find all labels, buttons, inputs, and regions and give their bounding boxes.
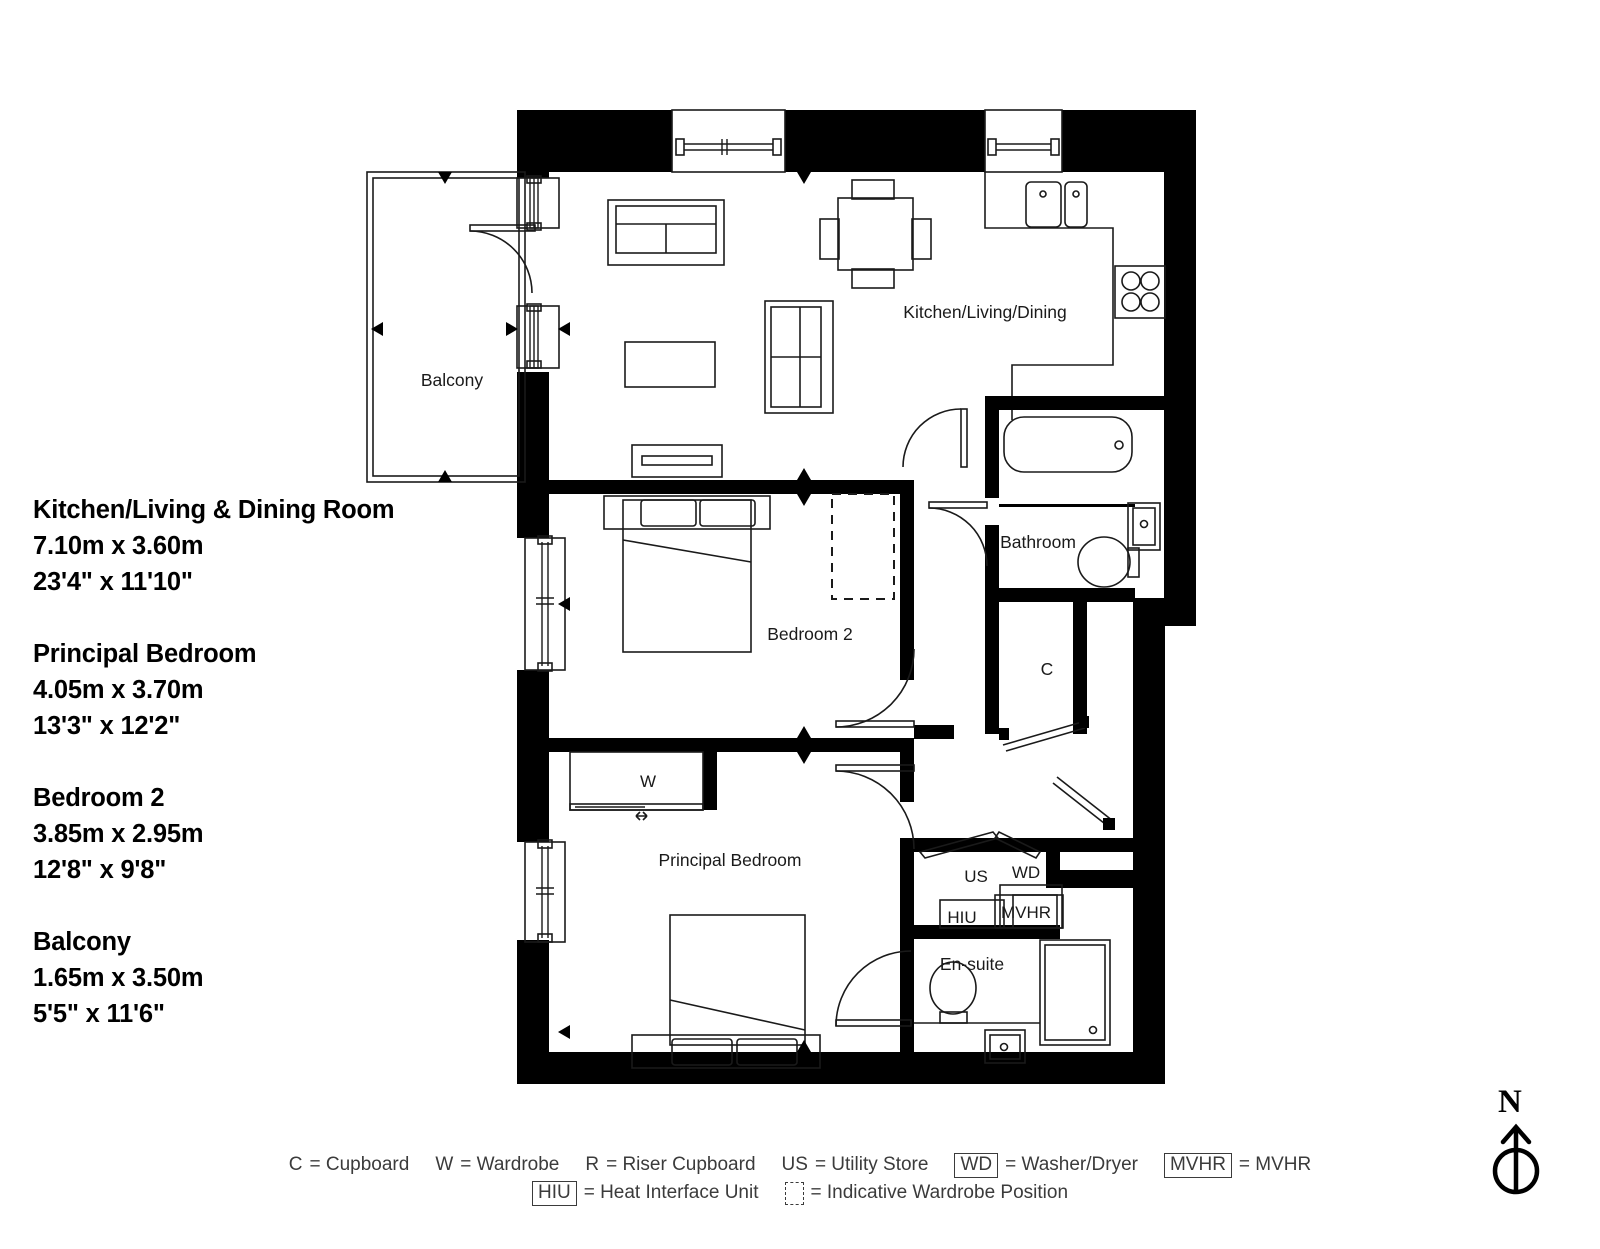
- room-label-balcony: Balcony: [421, 370, 484, 390]
- principal-bedroom-window: [524, 839, 570, 1039]
- marker-hiu: HIU: [947, 908, 976, 927]
- schedule-room-imperial: 5'5" x 11'6": [33, 1000, 165, 1028]
- marker-cupboard: C: [1041, 659, 1054, 679]
- interior-walls: [549, 396, 1164, 1060]
- legend-text-riser-cupboard: = Riser Cupboard: [606, 1154, 756, 1175]
- legend-item-cupboard: C = Cupboard: [289, 1152, 410, 1178]
- legend: C = Cupboard W = Wardrobe R = Riser Cupb…: [0, 1152, 1600, 1206]
- schedule-entry-balcony: Balcony 1.65m x 3.50m 5'5" x 11'6": [33, 924, 433, 1032]
- utility-store-equipment: [918, 830, 1064, 929]
- legend-key-riser-cupboard: R: [585, 1154, 600, 1175]
- legend-row-2: HIU = Heat Interface Unit = Indicative W…: [0, 1180, 1600, 1206]
- legend-item-washer-dryer: WD = Washer/Dryer: [954, 1152, 1138, 1178]
- plan-direction-arrows: [797, 172, 1176, 336]
- legend-item-indicative-wardrobe: = Indicative Wardrobe Position: [784, 1180, 1069, 1206]
- principal-bedroom-furniture: [631, 914, 821, 1069]
- schedule-room-imperial: 12'8" x 9'8": [33, 856, 167, 884]
- schedule-room-name: Principal Bedroom: [33, 640, 257, 668]
- legend-key-indicative-wardrobe-swatch: [784, 1181, 804, 1205]
- schedule-room-imperial: 23'4" x 11'10": [33, 568, 193, 596]
- schedule-entry-kitchen-living-dining: Kitchen/Living & Dining Room 7.10m x 3.6…: [33, 492, 433, 600]
- room-label-principal-bedroom: Principal Bedroom: [659, 850, 802, 870]
- ensuite-fixtures: [835, 939, 1111, 1064]
- bedroom2-furniture: [603, 493, 895, 653]
- schedule-room-metric: 7.10m x 3.60m: [33, 532, 204, 560]
- top-windows: [675, 138, 1060, 156]
- schedule-room-name: Kitchen/Living & Dining Room: [33, 496, 395, 524]
- legend-text-hiu: = Heat Interface Unit: [583, 1182, 759, 1203]
- legend-key-hiu: HIU: [531, 1180, 577, 1206]
- bedroom2-window: [524, 535, 570, 672]
- schedule-room-name: Bedroom 2: [33, 784, 165, 812]
- marker-utility-store: US: [964, 867, 988, 886]
- schedule-entry-principal-bedroom: Principal Bedroom 4.05m x 3.70m 13'3" x …: [33, 636, 433, 744]
- legend-text-cupboard: = Cupboard: [309, 1154, 410, 1175]
- compass-label: N: [1498, 1084, 1522, 1120]
- schedule-room-metric: 4.05m x 3.70m: [33, 676, 204, 704]
- legend-row-1: C = Cupboard W = Wardrobe R = Riser Cupb…: [0, 1152, 1600, 1178]
- legend-key-cupboard: C: [288, 1154, 303, 1175]
- balcony-doors: [469, 175, 570, 369]
- legend-key-utility-store: US: [781, 1154, 808, 1175]
- room-label-kitchen-living-dining: Kitchen/Living/Dining: [903, 302, 1066, 322]
- schedule-entry-bedroom-2: Bedroom 2 3.85m x 2.95m 12'8" x 9'8": [33, 780, 433, 888]
- legend-item-riser-cupboard: R = Riser Cupboard: [585, 1152, 755, 1178]
- legend-text-washer-dryer: = Washer/Dryer: [1005, 1154, 1138, 1175]
- wardrobe-enclosure: [569, 751, 704, 821]
- exterior-walls: [517, 109, 1196, 1084]
- schedule-room-metric: 1.65m x 3.50m: [33, 964, 204, 992]
- marker-mvhr: MVHR: [1001, 903, 1051, 922]
- room-schedule: Kitchen/Living & Dining Room 7.10m x 3.6…: [33, 492, 433, 1032]
- hallway-doors: [1052, 776, 1115, 830]
- room-label-ensuite: En-suite: [940, 954, 1004, 974]
- legend-text-utility-store: = Utility Store: [814, 1154, 929, 1175]
- legend-item-mvhr: MVHR = MVHR: [1163, 1152, 1312, 1178]
- legend-key-mvhr: MVHR: [1163, 1152, 1232, 1178]
- legend-key-wardrobe: W: [435, 1154, 454, 1175]
- north-compass: N: [1484, 1086, 1554, 1196]
- legend-item-hiu: HIU = Heat Interface Unit: [531, 1180, 759, 1206]
- bedroom2-door: [797, 468, 915, 728]
- compass-icon: [1492, 1123, 1540, 1195]
- legend-item-wardrobe: W = Wardrobe: [435, 1152, 559, 1178]
- room-label-bathroom: Bathroom: [1000, 532, 1076, 552]
- legend-item-utility-store: US = Utility Store: [782, 1152, 929, 1178]
- legend-text-wardrobe: = Wardrobe: [460, 1154, 560, 1175]
- bathroom-fixtures: [902, 408, 1161, 588]
- schedule-room-metric: 3.85m x 2.95m: [33, 820, 204, 848]
- schedule-room-imperial: 13'3" x 12'2": [33, 712, 181, 740]
- schedule-room-name: Balcony: [33, 928, 131, 956]
- balcony-area: [366, 171, 526, 483]
- marker-washer-dryer: WD: [1012, 863, 1040, 882]
- principal-bedroom-door: [797, 726, 915, 1052]
- legend-text-mvhr: = MVHR: [1238, 1154, 1312, 1175]
- cupboard-door: [999, 716, 1089, 752]
- room-label-bedroom-2: Bedroom 2: [767, 624, 853, 644]
- kitchen-living-dining-furniture: [607, 172, 1166, 478]
- legend-key-washer-dryer: WD: [954, 1152, 999, 1178]
- legend-text-indicative-wardrobe: = Indicative Wardrobe Position: [810, 1182, 1069, 1203]
- marker-wardrobe: W: [640, 772, 656, 791]
